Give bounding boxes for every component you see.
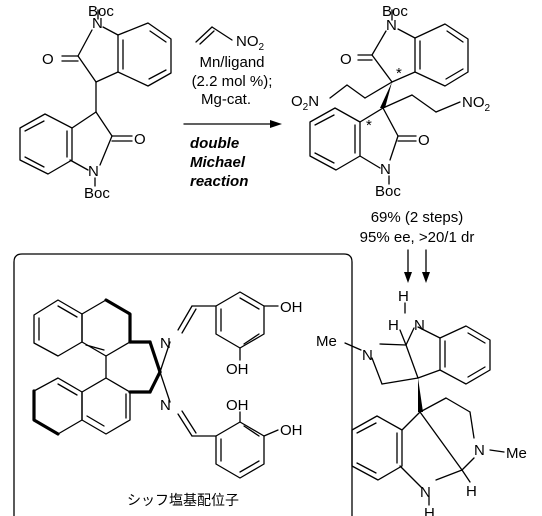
n-label: N <box>414 317 425 334</box>
n-label: N <box>380 161 391 178</box>
stereocenter-star: * <box>366 117 372 134</box>
ligand-box: N N OH OH OH OH シッフ塩基配位子 <box>13 253 353 516</box>
selectivity-text: 95% ee, >20/1 dr <box>360 229 475 246</box>
condition-loading: (2.2 mol %); <box>192 73 273 90</box>
reaction-arrow-head <box>270 120 282 128</box>
ligand-caption: シッフ塩基配位子 <box>127 492 239 509</box>
reaction-name-line3: reaction <box>190 173 248 190</box>
methyl-label: Me <box>506 445 527 462</box>
final-product: H N H Me N N Me N H H <box>316 288 527 516</box>
yield-text: 69% (2 steps) <box>371 209 464 226</box>
o-label: O <box>418 132 430 149</box>
o-label: O <box>42 51 54 68</box>
oh-label: OH <box>226 361 249 378</box>
multistep-arrows <box>404 249 430 283</box>
oh-label: OH <box>226 397 249 414</box>
n-label: N <box>362 347 373 364</box>
stereocenter-star: * <box>396 65 402 82</box>
n-label: N <box>420 484 431 501</box>
boc-label: Boc <box>375 183 401 200</box>
o-label: O <box>134 131 146 148</box>
condition-catalyst: Mn/ligand <box>199 54 264 71</box>
n-label: N <box>160 397 171 414</box>
o-label: O <box>340 51 352 68</box>
oh-label: OH <box>280 422 303 439</box>
boc-label: Boc <box>88 3 114 20</box>
reaction-name-line2: Michael <box>190 154 246 171</box>
michael-product: Boc N O * * O2N NO2 O N Boc <box>291 3 491 200</box>
n-label: N <box>92 15 103 32</box>
reaction-name-line1: double <box>190 135 239 152</box>
n-label: N <box>160 335 171 352</box>
boc-label: Boc <box>84 185 110 202</box>
oh-label: OH <box>280 299 303 316</box>
condition-mg-catalyst: Mg-cat. <box>201 91 251 108</box>
n-label: N <box>88 163 99 180</box>
n-label: N <box>386 17 397 34</box>
h-label: H <box>466 483 477 500</box>
reaction-conditions: NO2 Mn/ligand (2.2 mol %); Mg-cat. doubl… <box>183 26 282 190</box>
h-label: H <box>388 317 399 334</box>
o2n-label: O2N <box>291 93 319 113</box>
h-label: H <box>424 505 435 516</box>
h-label: H <box>398 288 409 305</box>
no2-label: NO2 <box>462 94 491 114</box>
n-label: N <box>474 442 485 459</box>
boc-label: Boc <box>382 3 408 20</box>
methyl-label: Me <box>316 333 337 350</box>
no2-label: NO2 <box>236 33 265 53</box>
starting-material: Boc N O O N Boc <box>19 3 172 202</box>
